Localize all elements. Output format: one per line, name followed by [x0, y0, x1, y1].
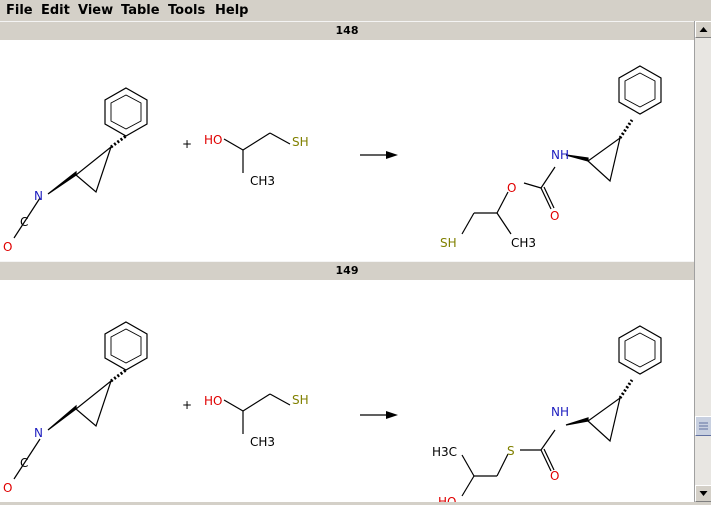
reaction-arrow — [360, 411, 398, 419]
atom-c: C — [20, 215, 28, 229]
menu-file[interactable]: File — [6, 3, 33, 18]
atom-n: N — [34, 189, 43, 203]
reaction-row-148[interactable]: N C O + HO SH CH3 — [0, 40, 694, 261]
grip-icon — [699, 422, 708, 430]
atom-ch3: CH3 — [250, 435, 275, 449]
atom-c: C — [20, 456, 28, 470]
atom-ch3: CH3 — [250, 174, 275, 188]
atom-o-carbonyl: O — [550, 469, 559, 483]
scroll-up-button[interactable] — [695, 21, 711, 38]
row-header-149[interactable]: 149 — [0, 261, 694, 281]
reaction-scheme-148: N C O + HO SH CH3 — [3, 65, 662, 254]
atom-sh: SH — [440, 236, 457, 250]
atom-ho: HO — [438, 495, 456, 502]
reaction-row-149[interactable]: N C O + HO SH CH3 — [0, 280, 694, 502]
atom-sh: SH — [292, 393, 309, 407]
atom-o: O — [3, 481, 12, 495]
plus-sign: + — [182, 137, 192, 151]
reaction-scheme-149: N C O + HO SH CH3 — [3, 321, 662, 502]
arrow-up-icon — [699, 27, 708, 32]
menu-tools[interactable]: Tools — [168, 3, 206, 18]
atom-nh: NH — [551, 405, 569, 419]
menu-bar: File Edit View Table Tools Help — [0, 0, 711, 22]
reaction-arrow — [360, 151, 398, 159]
plus-sign: + — [182, 398, 192, 412]
arrow-down-icon — [699, 491, 708, 496]
atom-nh: NH — [551, 148, 569, 162]
reaction-table: 148 N C O + HO — [0, 21, 694, 502]
menu-table[interactable]: Table — [121, 3, 160, 18]
atom-h3c: H3C — [432, 445, 457, 459]
vertical-scrollbar[interactable] — [694, 21, 711, 502]
atom-ho: HO — [204, 394, 222, 408]
atom-s: S — [507, 444, 515, 458]
reactant-isocyanate — [13, 87, 148, 239]
atom-o-carbonyl: O — [550, 209, 559, 223]
menu-help[interactable]: Help — [215, 3, 249, 18]
row-header-148[interactable]: 148 — [0, 21, 694, 41]
reactant-thiol — [223, 132, 291, 173]
reactant-thiol — [223, 393, 291, 434]
atom-ch3: CH3 — [511, 236, 536, 250]
atom-sh: SH — [292, 135, 309, 149]
atom-o: O — [3, 240, 12, 254]
reactant-isocyanate — [13, 321, 148, 480]
product-thiocarbamate — [461, 325, 662, 497]
scroll-thumb[interactable] — [695, 416, 711, 436]
atom-n: N — [34, 426, 43, 440]
atom-ho: HO — [204, 133, 222, 147]
scroll-down-button[interactable] — [695, 485, 711, 502]
atom-o-ester: O — [507, 181, 516, 195]
menu-edit[interactable]: Edit — [41, 3, 70, 18]
menu-view[interactable]: View — [78, 3, 114, 18]
product-carbamate — [461, 65, 662, 235]
